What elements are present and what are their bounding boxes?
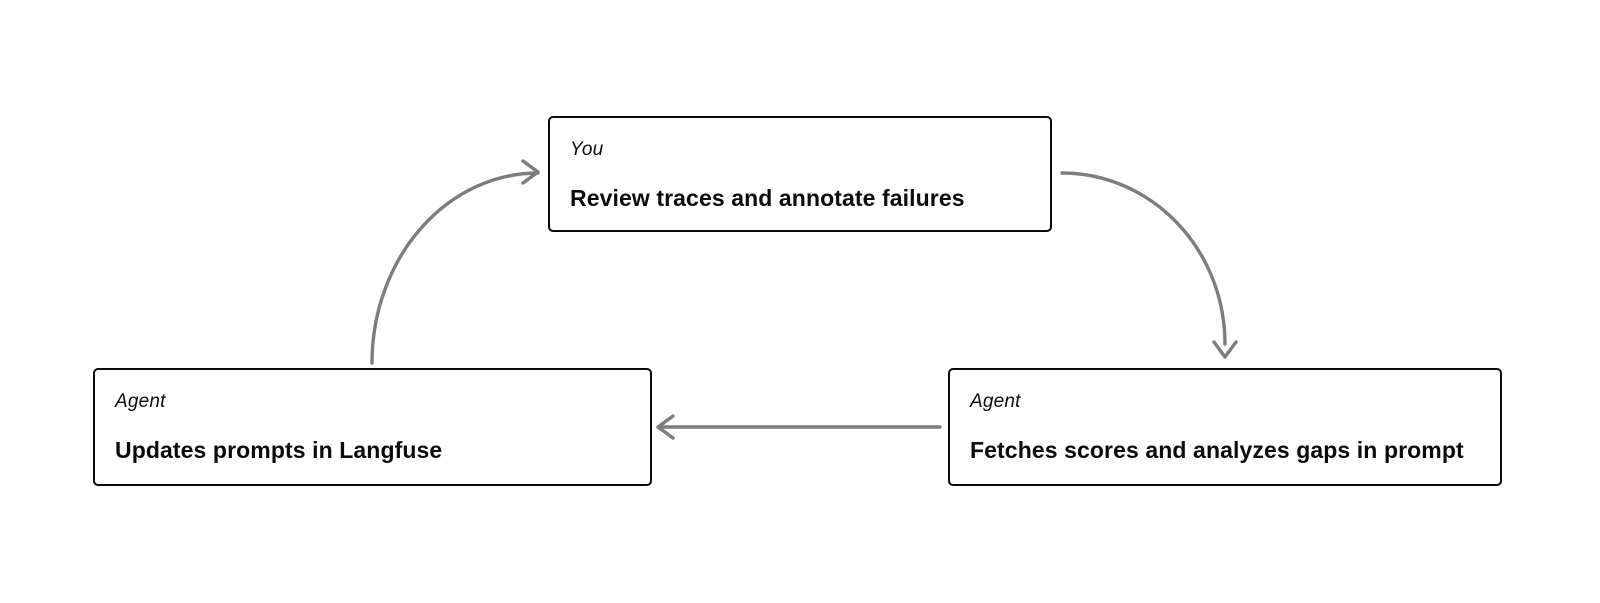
- edge-you-review-to-agent-fetch: [1060, 171, 1238, 359]
- arrowhead-down-icon: [1212, 340, 1238, 359]
- node-agent-update: Agent Updates prompts in Langfuse: [93, 368, 652, 486]
- node-title: Updates prompts in Langfuse: [115, 437, 443, 463]
- arrowhead-left-icon: [656, 414, 675, 440]
- node-title: Review traces and annotate failures: [570, 185, 965, 211]
- node-actor-label: You: [570, 139, 604, 160]
- arrowhead-right-icon: [521, 159, 540, 185]
- node-you-review: You Review traces and annotate failures: [548, 116, 1052, 232]
- node-actor-label: Agent: [115, 391, 166, 412]
- node-title: Fetches scores and analyzes gaps in prom…: [970, 437, 1464, 463]
- edge-agent-fetch-to-agent-update: [656, 414, 942, 440]
- edge-agent-update-to-you-review-path: [370, 171, 540, 365]
- edge-you-review-to-agent-fetch-path: [1060, 171, 1227, 346]
- node-actor-label: Agent: [970, 391, 1021, 412]
- edge-agent-update-to-you-review: [370, 159, 540, 365]
- node-agent-fetch: Agent Fetches scores and analyzes gaps i…: [948, 368, 1502, 486]
